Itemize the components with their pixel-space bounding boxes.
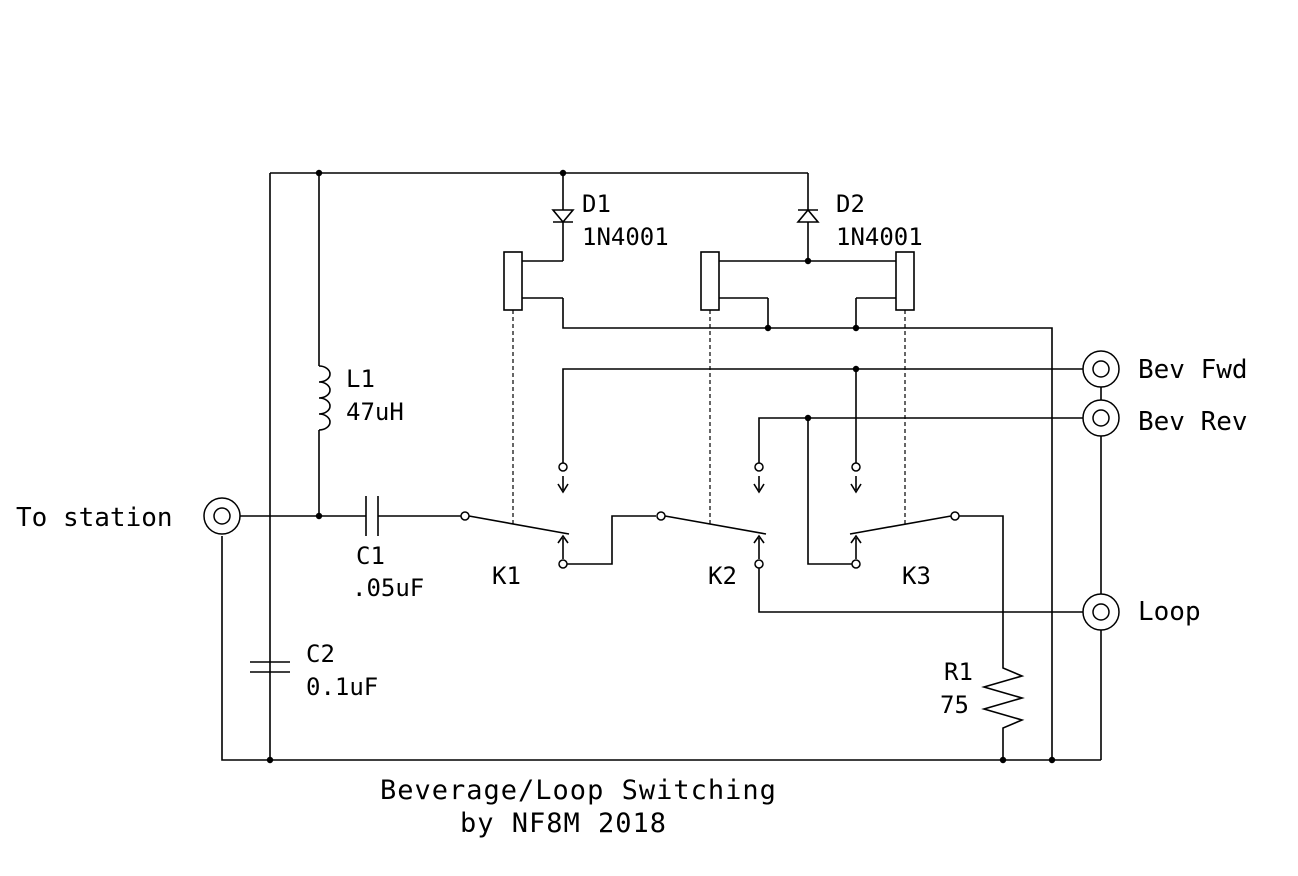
d1-value-label: 1N4001 (582, 223, 669, 251)
capacitor-c1 (365, 496, 379, 536)
diode-d2 (796, 208, 820, 223)
contact-terminals (460, 462, 960, 569)
c1-value-label: .05uF (352, 574, 424, 602)
bev-rev-label: Bev Rev (1138, 407, 1248, 437)
r1-value-label: 75 (940, 691, 969, 719)
c2-value-label: 0.1uF (306, 673, 378, 701)
relay-k2-contacts (664, 476, 1085, 613)
k3-label: K3 (902, 562, 931, 590)
diode-d1 (551, 209, 575, 224)
c2-ref-label: C2 (306, 640, 335, 668)
ground-rail (221, 536, 1101, 761)
relay-k1-contacts (468, 476, 656, 565)
connector-to-station (203, 497, 241, 535)
diagram-title: Beverage/Loop Switching (380, 775, 777, 806)
connector-bev-fwd (1082, 350, 1120, 388)
connector-loop (1082, 593, 1120, 631)
resistor-r1 (981, 660, 1025, 760)
l1-value-label: 47uH (346, 398, 404, 426)
relay-coil-k1 (503, 251, 563, 311)
junction-dots (266, 169, 1056, 764)
connector-bev-rev (1082, 399, 1120, 437)
antenna-wiring (562, 368, 1102, 760)
d2-value-label: 1N4001 (836, 223, 923, 251)
station-label: To station (16, 503, 173, 533)
d2-ref-label: D2 (836, 190, 865, 218)
diagram-subtitle: by NF8M 2018 (460, 808, 667, 839)
bev-fwd-label: Bev Fwd (1138, 355, 1248, 385)
r1-ref-label: R1 (944, 658, 973, 686)
k2-label: K2 (708, 562, 737, 590)
k1-label: K1 (492, 562, 521, 590)
c1-ref-label: C1 (356, 542, 385, 570)
relay-k3-contacts (807, 418, 1004, 660)
relay-coil-k2 (700, 251, 896, 311)
inductor-l1 (318, 365, 331, 431)
loop-label: Loop (1138, 597, 1201, 627)
l1-ref-label: L1 (346, 365, 375, 393)
capacitor-c2 (250, 661, 290, 673)
coil-return-wiring (562, 298, 1053, 760)
d1-ref-label: D1 (582, 190, 611, 218)
